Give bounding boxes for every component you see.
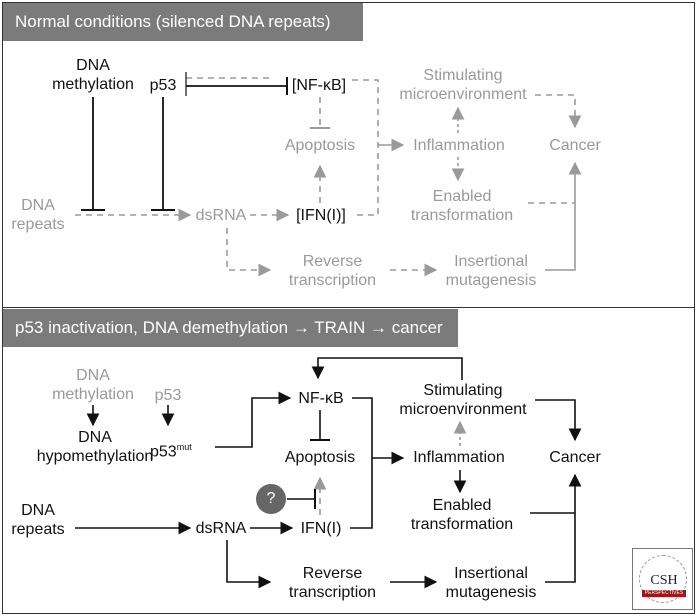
top-connectors [75, 72, 582, 277]
bottom-p53: p53 [154, 387, 182, 404]
bottom-nfkb: NF-κB [298, 390, 344, 407]
logo-ribbon: PERSPECTIVES [642, 590, 686, 597]
bottom-dsrna: dsRNA [195, 520, 247, 537]
top-dsrna: dsRNA [195, 207, 247, 224]
unknown-factor-badge: ? [256, 484, 286, 514]
top-nfkb: [NF-κB] [291, 77, 347, 94]
logo-emblem: CSH PERSPECTIVES [639, 555, 687, 603]
top-panel-title: Normal conditions (silenced DNA repeats) [3, 3, 363, 41]
csh-perspectives-logo: CSH PERSPECTIVES [632, 548, 693, 610]
bottom-panel [2, 307, 695, 614]
top-apoptosis: Apoptosis [284, 137, 356, 154]
bottom-panel-title: p53 inactivation, DNA demethylation → TR… [3, 309, 458, 347]
bottom-p53mut: p53mut [150, 442, 192, 461]
bottom-cancer: Cancer [549, 449, 601, 466]
top-inflammation: Inflammation [413, 137, 505, 154]
bottom-ifn: IFN(I) [300, 520, 342, 537]
logo-text: CSH [650, 573, 678, 588]
top-p53: p53 [149, 77, 177, 94]
bottom-inflammation: Inflammation [413, 449, 505, 466]
top-cancer: Cancer [549, 137, 601, 154]
bottom-apoptosis: Apoptosis [284, 449, 356, 466]
bottom-connectors [75, 357, 582, 589]
top-ifn: [IFN(I)] [296, 207, 346, 224]
